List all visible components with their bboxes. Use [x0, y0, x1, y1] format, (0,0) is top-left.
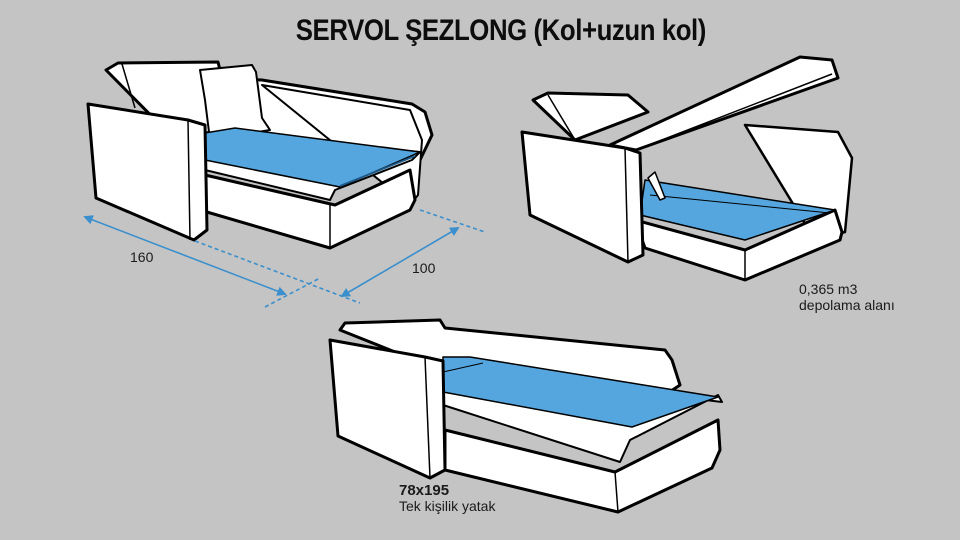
sofa-storage-open-illustration — [520, 55, 854, 282]
bed-caption-label: Tek kişilik yatak — [399, 498, 496, 514]
width-dimension-label: 160 — [130, 249, 154, 265]
sofa-bed-illustration — [328, 318, 723, 514]
storage-caption-label: depolama alanı — [799, 297, 895, 313]
page-title: SERVOL ŞEZLONG (Kol+uzun kol) — [295, 14, 707, 47]
sofa-closed-illustration — [86, 60, 434, 250]
dimension-lines — [83, 209, 486, 308]
bed-size-label: 78x195 — [399, 482, 450, 499]
storage-volume-label: 0,365 m3 — [799, 281, 858, 297]
depth-dimension-label: 100 — [412, 260, 436, 276]
